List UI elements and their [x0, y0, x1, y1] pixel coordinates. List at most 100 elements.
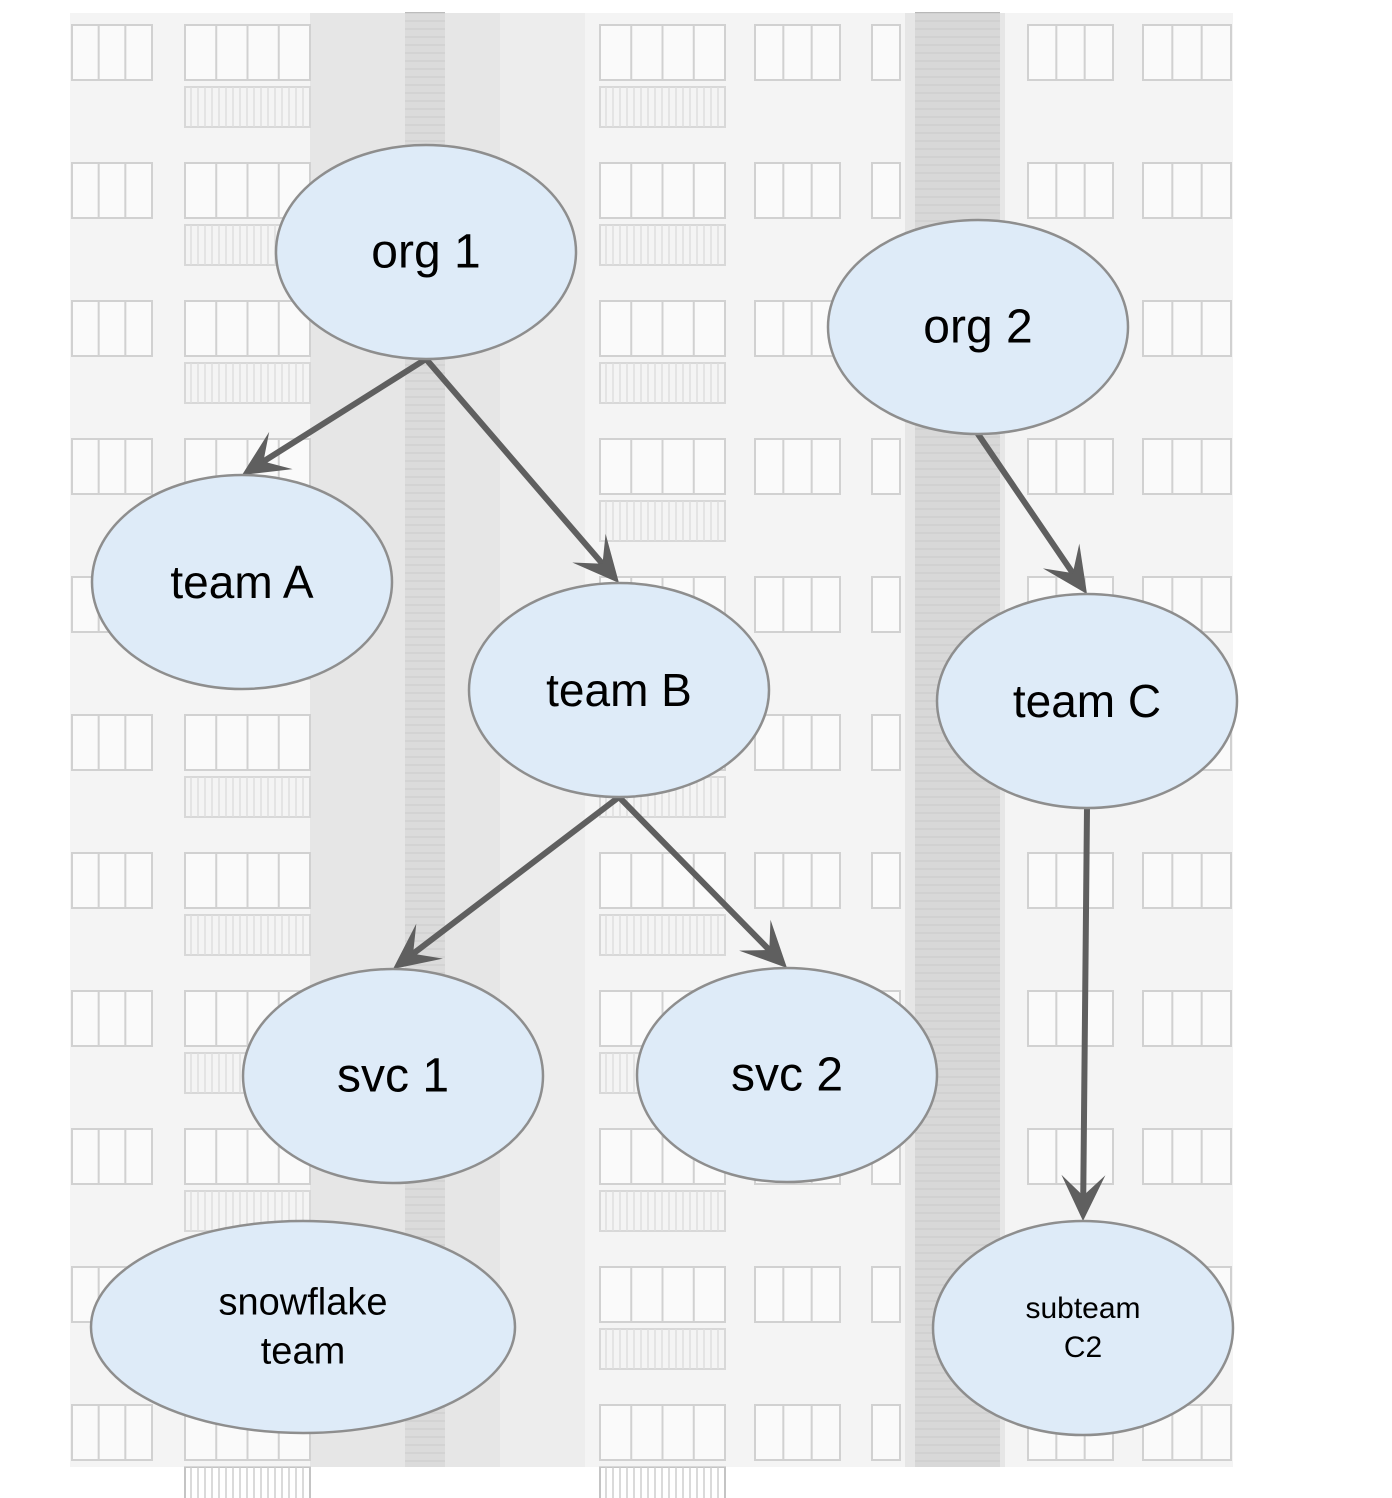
window — [1027, 162, 1114, 219]
window — [754, 1404, 841, 1461]
node-label: org 1 — [371, 226, 480, 279]
edge-line — [975, 431, 1077, 578]
node-ellipse — [274, 143, 578, 361]
window — [871, 576, 901, 633]
balcony-railing — [599, 224, 726, 266]
balcony-railing — [599, 1328, 726, 1370]
balcony-railing — [599, 1190, 726, 1232]
edge-arrowhead — [572, 533, 619, 583]
window — [599, 1404, 726, 1461]
node-ellipse — [931, 1219, 1235, 1437]
edge-org1-teamA — [242, 356, 429, 475]
window — [184, 852, 311, 909]
window — [71, 300, 153, 357]
node-label: snowflake — [219, 1281, 388, 1323]
edge-line — [409, 794, 622, 958]
window — [754, 1266, 841, 1323]
window — [871, 162, 901, 219]
window — [871, 714, 901, 771]
window — [1142, 438, 1232, 495]
edge-org2-teamC — [975, 431, 1087, 594]
window — [599, 24, 726, 81]
window — [1027, 1128, 1114, 1185]
balcony-railing — [599, 362, 726, 404]
window — [871, 852, 901, 909]
node-svc1: svc 1 — [241, 967, 545, 1185]
node-snowflake: snowflake team — [89, 1219, 517, 1435]
window — [71, 1128, 153, 1185]
edge-line — [423, 356, 607, 568]
node-ellipse — [467, 581, 771, 799]
node-label: team A — [170, 556, 314, 608]
window — [1142, 300, 1232, 357]
balcony-railing — [184, 914, 311, 956]
node-label: team C — [1013, 675, 1161, 727]
window — [871, 438, 901, 495]
window — [1142, 1128, 1232, 1185]
window — [1142, 852, 1232, 909]
edge-org1-teamB — [423, 356, 619, 583]
edge-layer — [242, 356, 1106, 1221]
node-label: team — [261, 1331, 345, 1373]
node-ellipse — [635, 966, 939, 1184]
window — [871, 1266, 901, 1323]
window — [1142, 1404, 1232, 1461]
window — [1142, 162, 1232, 219]
window — [184, 24, 311, 81]
balcony-railing — [599, 914, 726, 956]
node-teamB: team B — [467, 581, 771, 799]
window — [754, 852, 841, 909]
balcony-railing — [184, 362, 311, 404]
node-ellipse — [89, 1219, 517, 1435]
balcony-railing — [599, 1466, 726, 1498]
node-label: org 2 — [923, 301, 1032, 354]
window — [599, 300, 726, 357]
window — [1027, 438, 1114, 495]
window — [754, 24, 841, 81]
edge-teamB-svc1 — [393, 794, 622, 969]
window — [1142, 24, 1232, 81]
window — [1027, 990, 1114, 1047]
edge-arrowhead — [1042, 543, 1087, 594]
window — [1027, 24, 1114, 81]
edge-line — [616, 794, 774, 954]
node-ellipse — [826, 218, 1130, 436]
edge-arrowhead — [739, 919, 787, 968]
window — [871, 24, 901, 81]
node-label: svc 2 — [731, 1049, 843, 1102]
window — [184, 300, 311, 357]
edge-teamB-svc2 — [616, 794, 787, 968]
balcony-railing — [184, 776, 311, 818]
balcony-railing — [599, 500, 726, 542]
edge-arrowhead — [393, 923, 443, 969]
window — [184, 714, 311, 771]
window — [599, 1266, 726, 1323]
node-label: subteam — [1025, 1292, 1140, 1325]
window — [599, 438, 726, 495]
window — [754, 438, 841, 495]
node-ellipse — [935, 592, 1239, 810]
edge-arrowhead — [1061, 1174, 1106, 1221]
window — [754, 576, 841, 633]
balcony-railing — [184, 86, 311, 128]
window — [71, 714, 153, 771]
window — [1142, 990, 1232, 1047]
node-teamC: team C — [935, 592, 1239, 810]
node-org1: org 1 — [274, 143, 578, 361]
node-teamA: team A — [90, 473, 394, 691]
window — [71, 852, 153, 909]
balcony-railing — [184, 1466, 311, 1498]
window — [754, 300, 841, 357]
window — [71, 1404, 153, 1461]
window — [71, 162, 153, 219]
window — [754, 162, 841, 219]
edge-line — [259, 356, 429, 466]
window — [871, 1404, 901, 1461]
window — [71, 990, 153, 1047]
window — [599, 162, 726, 219]
node-ellipse — [241, 967, 545, 1185]
window — [71, 438, 153, 495]
node-layer: org 1 org 2 team A team B team C svc 1 svc 2 sn… — [89, 143, 1239, 1437]
